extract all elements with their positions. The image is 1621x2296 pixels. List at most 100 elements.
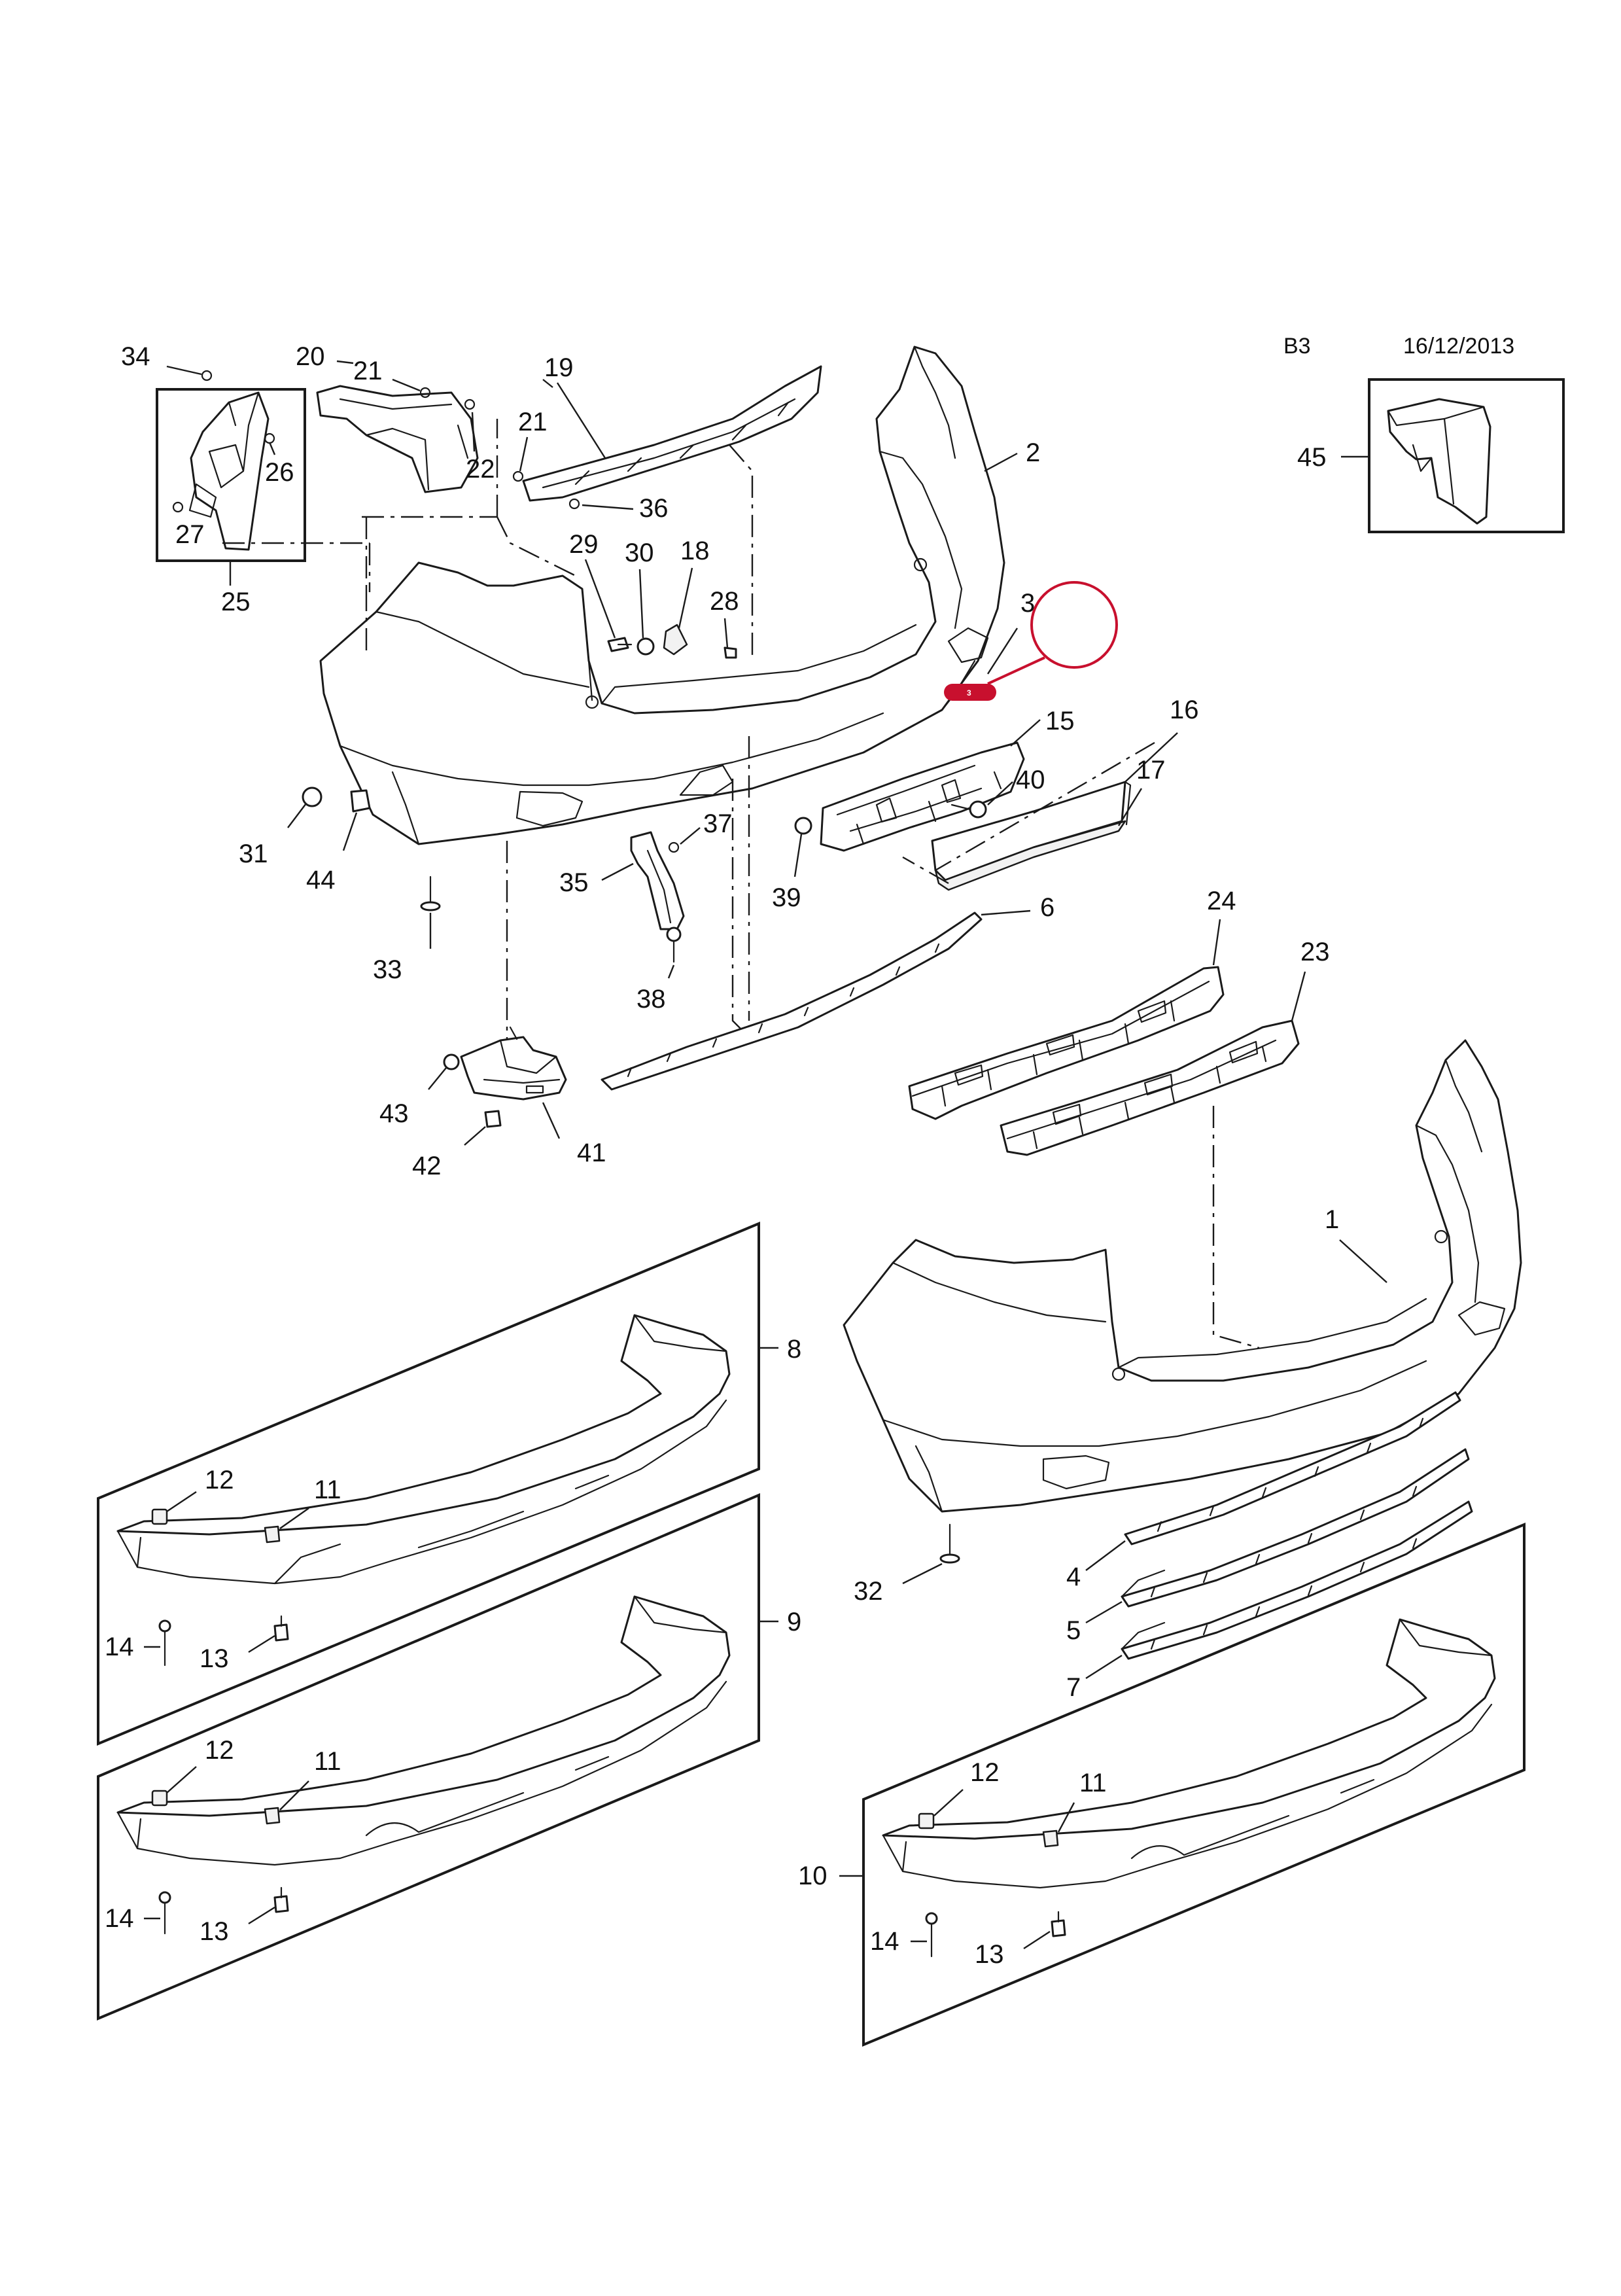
callout-41[interactable]: 41 — [577, 1139, 606, 1167]
highlight-marker-badge[interactable] — [944, 684, 996, 701]
callout-12-panel9[interactable]: 12 — [205, 1736, 234, 1765]
callout-30[interactable]: 30 — [625, 539, 654, 567]
callout-12-panel8[interactable]: 12 — [205, 1466, 234, 1494]
callout-22[interactable]: 22 — [466, 455, 495, 484]
callout-1[interactable]: 1 — [1325, 1205, 1339, 1234]
callout-11-panel8[interactable]: 11 — [314, 1475, 341, 1504]
highlight-marker-text: 3 — [967, 688, 971, 698]
callout-13-panel8[interactable]: 13 — [200, 1644, 229, 1673]
callout-3[interactable]: 3 — [1020, 589, 1035, 618]
part-15-license-bracket[interactable] — [820, 741, 1025, 852]
part-7-trim-strip[interactable] — [1121, 1500, 1473, 1660]
variant-panel-9[interactable] — [97, 1492, 760, 2021]
part-44-clip[interactable] — [350, 789, 371, 813]
callout-12-panel10[interactable]: 12 — [970, 1758, 1000, 1787]
part-23-energy-absorber[interactable] — [1000, 1019, 1300, 1156]
part-24-energy-absorber[interactable] — [908, 966, 1225, 1120]
part-31-screw[interactable] — [302, 786, 322, 807]
part-38-screw[interactable] — [666, 927, 682, 963]
callout-8[interactable]: 8 — [787, 1335, 801, 1364]
callout-43[interactable]: 43 — [379, 1099, 409, 1128]
callout-17[interactable]: 17 — [1136, 756, 1166, 785]
callout-9[interactable]: 9 — [787, 1608, 801, 1636]
part-41-reflector-lamp[interactable] — [460, 1026, 567, 1101]
callout-29[interactable]: 29 — [569, 530, 599, 559]
callout-38[interactable]: 38 — [636, 985, 666, 1014]
part-45-end-cap[interactable] — [1368, 378, 1565, 533]
part-14-screw-panel9[interactable] — [158, 1891, 171, 1935]
callout-6[interactable]: 6 — [1040, 893, 1055, 922]
callout-14-panel10[interactable]: 14 — [870, 1927, 899, 1956]
callout-21-mid[interactable]: 21 — [518, 408, 548, 436]
callout-25[interactable]: 25 — [221, 588, 251, 616]
variant-panel-10[interactable] — [862, 1523, 1525, 2047]
callout-44[interactable]: 44 — [306, 866, 336, 894]
callout-42[interactable]: 42 — [412, 1152, 442, 1180]
callout-31[interactable]: 31 — [239, 839, 268, 868]
part-40-screw[interactable] — [950, 800, 987, 819]
callout-37[interactable]: 37 — [703, 809, 733, 838]
part-43-screw[interactable] — [443, 1053, 460, 1070]
part-33-screw[interactable] — [420, 875, 441, 911]
callout-2[interactable]: 2 — [1026, 438, 1040, 467]
part-34-screw[interactable] — [201, 370, 213, 381]
callout-10[interactable]: 10 — [798, 1862, 828, 1890]
highlight-marker-leader — [987, 656, 1045, 685]
callout-21-top[interactable]: 21 — [353, 357, 383, 385]
section-code: B3 — [1283, 334, 1311, 359]
highlight-marker-ring — [1030, 581, 1118, 669]
part-30-clip[interactable] — [636, 637, 655, 656]
callout-11-panel10[interactable]: 11 — [1079, 1769, 1107, 1797]
callout-24[interactable]: 24 — [1207, 887, 1236, 915]
part-35-bracket[interactable] — [630, 831, 685, 930]
variant-panel-8[interactable] — [97, 1222, 760, 1746]
part-13-clip-panel10[interactable] — [1051, 1911, 1066, 1937]
callout-14-panel9[interactable]: 14 — [105, 1904, 134, 1933]
callout-23[interactable]: 23 — [1300, 938, 1330, 966]
callout-13-panel9[interactable]: 13 — [200, 1917, 229, 1946]
callout-32[interactable]: 32 — [854, 1577, 883, 1606]
callout-14-panel8[interactable]: 14 — [105, 1633, 134, 1661]
callout-36[interactable]: 36 — [639, 494, 669, 523]
part-29-pin[interactable] — [607, 637, 633, 652]
callout-26[interactable]: 26 — [265, 458, 294, 487]
part-14-screw-panel8[interactable] — [158, 1619, 171, 1667]
callout-18[interactable]: 18 — [680, 537, 710, 565]
callout-4[interactable]: 4 — [1066, 1563, 1081, 1591]
callout-19[interactable]: 19 — [544, 353, 574, 382]
part-14-screw-panel10[interactable] — [925, 1912, 938, 1958]
part-25-bracket-assembly[interactable] — [156, 388, 306, 562]
part-6-trim-strip[interactable] — [601, 911, 983, 1091]
callout-15[interactable]: 15 — [1045, 707, 1075, 735]
part-42-clip[interactable] — [484, 1110, 502, 1128]
part-19-center-bracket[interactable] — [512, 365, 822, 510]
callout-20[interactable]: 20 — [296, 342, 325, 371]
part-39-clip[interactable] — [794, 817, 812, 835]
callout-11-panel9[interactable]: 11 — [314, 1747, 341, 1776]
callout-7[interactable]: 7 — [1066, 1673, 1081, 1702]
callout-16[interactable]: 16 — [1170, 696, 1199, 724]
part-1-rear-bumper-cover[interactable] — [843, 1039, 1522, 1513]
callout-39[interactable]: 39 — [772, 883, 801, 912]
callout-40[interactable]: 40 — [1016, 766, 1045, 794]
callout-45[interactable]: 45 — [1297, 443, 1327, 472]
part-16-license-plate-panel[interactable] — [931, 781, 1132, 891]
part-32-screw[interactable] — [939, 1523, 960, 1564]
diagram-date: 16/12/2013 — [1403, 334, 1514, 359]
part-18-sensor[interactable] — [663, 624, 688, 656]
part-13-clip-panel8[interactable] — [273, 1615, 289, 1642]
callout-27[interactable]: 27 — [175, 520, 205, 549]
callout-5[interactable]: 5 — [1066, 1616, 1081, 1645]
callout-28[interactable]: 28 — [710, 587, 739, 616]
part-28-clip[interactable] — [723, 646, 737, 659]
part-13-clip-panel9[interactable] — [273, 1886, 289, 1913]
part-4-trim-strip[interactable] — [1124, 1391, 1461, 1545]
part-5-trim-strip[interactable] — [1121, 1448, 1470, 1608]
callout-13-panel10[interactable]: 13 — [975, 1940, 1004, 1969]
callout-33[interactable]: 33 — [373, 955, 402, 984]
callout-34[interactable]: 34 — [121, 342, 150, 371]
callout-35[interactable]: 35 — [559, 868, 589, 897]
part-20-side-bracket[interactable] — [316, 385, 479, 493]
